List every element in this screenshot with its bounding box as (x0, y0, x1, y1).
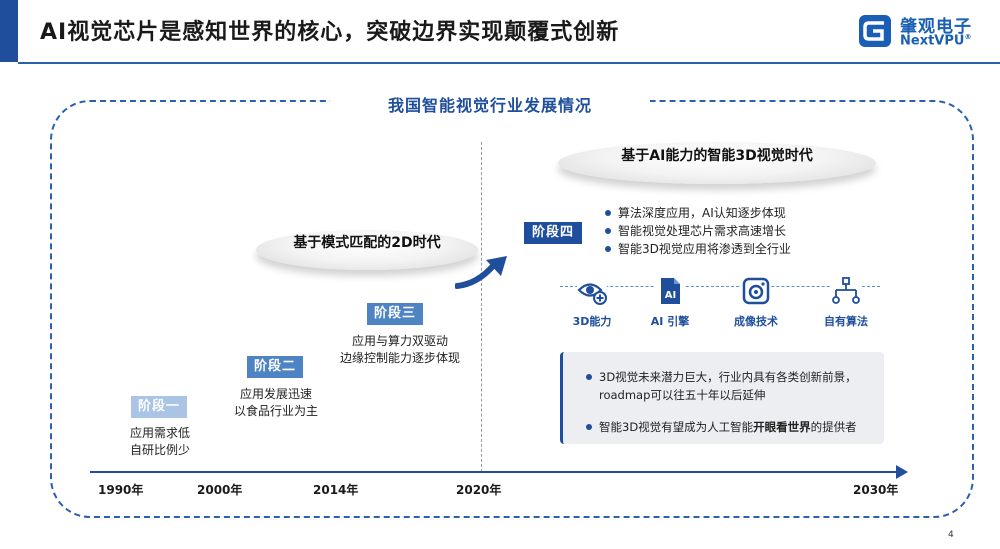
era-2d-disc (256, 230, 478, 270)
algorithm-tree-icon (831, 276, 861, 306)
timeline-axis (90, 471, 900, 473)
section-title: 我国智能视觉行业发展情况 (387, 96, 592, 115)
feature-algorithm: 自有算法 (806, 276, 886, 329)
svg-text:AI: AI (665, 290, 676, 301)
brand-logo: 肇观电子 NextVPU® (858, 10, 978, 54)
stage-4-bullet: 智能视觉处理芯片需求高速增长 (604, 222, 791, 240)
outlook-bullet: 3D视觉未来潜力巨大，行业内具有各类创新前景， roadmap可以往五十年以后延… (585, 368, 857, 404)
era-3d-label: 基于AI能力的智能3D视觉时代 (621, 148, 813, 164)
frame-title-backdrop (330, 88, 650, 114)
stage-4-bullet: 算法深度应用，AI认知逐步体现 (604, 204, 791, 222)
timeline-tick: 2030年 (853, 483, 899, 497)
eye-plus-icon (577, 276, 607, 306)
camera-icon (741, 276, 771, 306)
era-2d-label: 基于模式匹配的2D时代 (293, 235, 441, 251)
stage-4-bullet: 智能3D视觉应用将渗透到全行业 (604, 240, 791, 258)
feature-ai-engine: AI AI 引擎 (630, 276, 710, 329)
header-divider (18, 62, 1000, 64)
timeline-arrowhead (896, 465, 908, 479)
era-3d-disc (558, 142, 876, 184)
outlook-bullet: 智能3D视觉有望成为人工智能开眼看世界的提供者 (585, 418, 857, 436)
timeline-tick: 2020年 (456, 483, 502, 497)
feature-algorithm-label: 自有算法 (824, 315, 868, 328)
feature-imaging-label: 成像技术 (734, 315, 778, 328)
stage-2-tag: 阶段二 (247, 356, 303, 378)
era-divider (481, 142, 482, 472)
logo-english-name: NextVPU® (900, 33, 972, 49)
stage-4-tag: 阶段四 (524, 222, 582, 244)
page-number: 4 (948, 530, 954, 540)
stage-2-description: 应用发展迅速 以食品行业为主 (233, 387, 318, 418)
ai-chip-icon: AI (655, 276, 685, 306)
feature-3d-label: 3D能力 (572, 315, 612, 328)
timeline-tick: 2000年 (197, 483, 243, 497)
features-connector (560, 286, 880, 287)
outlook-box: 3D视觉未来潜力巨大，行业内具有各类创新前景， roadmap可以往五十年以后延… (560, 352, 884, 444)
page-title: AI视觉芯片是感知世界的核心，突破边界实现颠覆式创新 (40, 20, 620, 45)
stage-3-description: 应用与算力双驱动 边缘控制能力逐步体现 (339, 334, 460, 365)
timeline-tick: 2014年 (313, 483, 359, 497)
timeline-tick: 1990年 (98, 483, 144, 497)
feature-imaging: 成像技术 (716, 276, 796, 329)
stage-4-bullets: 算法深度应用，AI认知逐步体现 智能视觉处理芯片需求高速增长 智能3D视觉应用将… (604, 204, 791, 258)
logo-mark-icon (859, 15, 891, 47)
stage-3-tag: 阶段三 (367, 303, 423, 325)
header-accent-bar (0, 0, 18, 62)
stage-1-tag: 阶段一 (131, 396, 187, 418)
stage-1-description: 应用需求低 自研比例少 (129, 426, 190, 457)
feature-3d: 3D能力 (552, 276, 632, 329)
logo-chinese-name: 肇观电子 (900, 17, 972, 37)
feature-ai-engine-label: AI 引擎 (650, 315, 690, 328)
progress-arrow-icon (455, 256, 507, 289)
